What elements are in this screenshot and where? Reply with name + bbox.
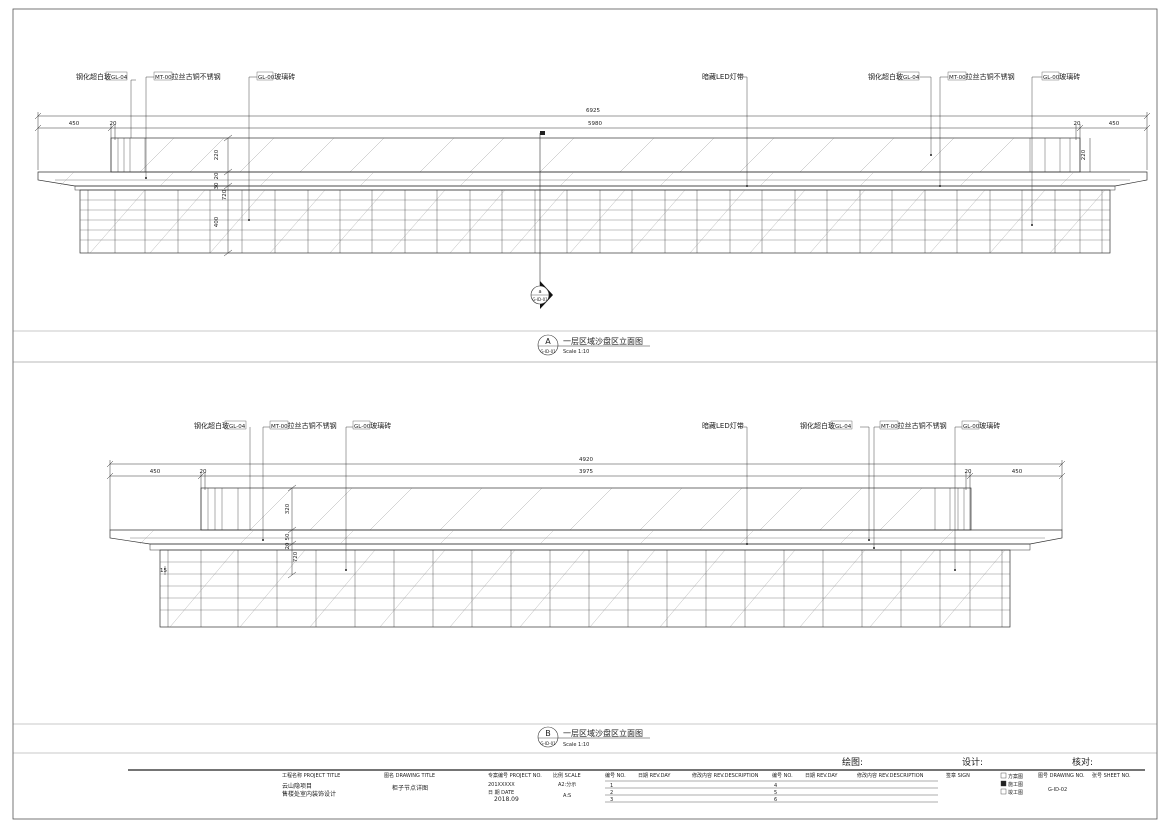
dimension-line-a bbox=[34, 112, 1151, 172]
svg-text:A2:分示: A2:分示 bbox=[558, 781, 576, 788]
dim-left-a: 450 bbox=[69, 121, 80, 127]
elevation-a: 6925 450 20 5980 20 450 bbox=[34, 71, 1151, 309]
dim-middle-a: 5980 bbox=[588, 121, 602, 127]
v-dim-right-a: 220 bbox=[1081, 149, 1087, 160]
callout-b-5: 钢化超白玻GL-04 bbox=[800, 421, 852, 430]
svg-text:签章 SIGN: 签章 SIGN bbox=[946, 772, 970, 779]
svg-text:方案图: 方案图 bbox=[1008, 773, 1023, 780]
svg-text:201XXXXX: 201XXXXX bbox=[488, 782, 515, 788]
v-dim-low-b: 20 bbox=[285, 542, 291, 549]
section-marker-a: a G-ID-01 bbox=[530, 281, 553, 309]
callout-a-6: MT-00拉丝古铜不锈钢 bbox=[949, 72, 1015, 81]
elevation-b: 4920 450 20 3975 20 450 bbox=[106, 420, 1066, 628]
dim-left-b: 450 bbox=[150, 469, 161, 475]
svg-text:2: 2 bbox=[610, 790, 613, 796]
svg-text:张号 SHEET NO.: 张号 SHEET NO. bbox=[1092, 772, 1131, 779]
dim-overall-a: 6925 bbox=[586, 108, 600, 114]
svg-text:B: B bbox=[545, 729, 551, 738]
svg-text:竣工图: 竣工图 bbox=[1008, 789, 1023, 796]
glass-brick-hatch-a bbox=[89, 190, 1106, 253]
svg-text:修改内容 REV.DESCRIPTION: 修改内容 REV.DESCRIPTION bbox=[857, 772, 924, 779]
callout-b-4: 暗藏LED灯带 bbox=[702, 421, 744, 430]
callout-b-7: GL-00玻璃砖 bbox=[963, 421, 1000, 430]
callout-a-1: 钢化超白玻GL-04 bbox=[76, 72, 128, 81]
callout-a-2: MT-00拉丝古铜不锈钢 bbox=[155, 72, 221, 81]
dim-overall-b: 4920 bbox=[579, 457, 593, 463]
elevation-title-b: 一层区域沙盘区立面图 bbox=[563, 728, 643, 738]
svg-text:A:S: A:S bbox=[563, 793, 571, 799]
callout-b-2: MT-00拉丝古铜不锈钢 bbox=[271, 421, 337, 430]
title-bubble-b: B G-ID-01 bbox=[537, 726, 559, 748]
svg-text:5: 5 bbox=[774, 790, 777, 796]
v-dim-mid1-b: 50 bbox=[285, 533, 291, 540]
signature-design: 设计: bbox=[962, 756, 983, 768]
svg-text:柜子节点详图: 柜子节点详图 bbox=[392, 784, 428, 792]
callout-b-3: GL-00玻璃砖 bbox=[354, 421, 391, 430]
svg-text:G-ID-02: G-ID-02 bbox=[1048, 787, 1067, 793]
glass-hatch-b bbox=[249, 488, 923, 530]
elevation-scale-b: Scale 1:10 bbox=[563, 742, 589, 748]
dim-right-a: 450 bbox=[1109, 121, 1120, 127]
v-dim-mid2-a: 720 bbox=[222, 189, 228, 200]
v-dim-top-a: 220 bbox=[214, 149, 220, 160]
callout-b-1: 钢化超白玻GL-04 bbox=[194, 421, 246, 430]
glass-hatch-a bbox=[139, 138, 1015, 172]
callout-a-3: GL-00玻璃砖 bbox=[258, 72, 295, 81]
v-dim-mid2-b: 720 bbox=[293, 551, 299, 562]
svg-text:日期 REV.DAY: 日期 REV.DAY bbox=[638, 773, 671, 779]
elevation-scale-a: Scale 1:10 bbox=[563, 349, 589, 355]
svg-text:日 期 DATE: 日 期 DATE bbox=[488, 790, 514, 796]
glass-brick-hatch-b bbox=[169, 550, 1006, 627]
dim-right-small-b: 20 bbox=[965, 469, 972, 475]
svg-text:专案编号 PROJECT NO.: 专案编号 PROJECT NO. bbox=[488, 772, 542, 779]
sheet-border bbox=[12, 8, 1158, 820]
svg-text:a: a bbox=[538, 289, 541, 295]
dim-middle-b: 3975 bbox=[579, 469, 593, 475]
svg-text:编号 NO.: 编号 NO. bbox=[605, 772, 626, 779]
elevation-title-a: 一层区域沙盘区立面图 bbox=[563, 336, 643, 346]
dim-right-small-a: 20 bbox=[1074, 121, 1081, 127]
cabinet-body-a bbox=[79, 189, 1111, 254]
svg-text:售楼处室内装饰设计: 售楼处室内装饰设计 bbox=[282, 790, 336, 798]
signature-check: 核对: bbox=[1072, 756, 1093, 768]
svg-text:A: A bbox=[545, 337, 551, 346]
svg-text:图号 DRAWING NO.: 图号 DRAWING NO. bbox=[1038, 773, 1085, 779]
v-dim-mid3-a: 30 bbox=[214, 182, 220, 189]
callout-b-6: MT-00拉丝古铜不锈钢 bbox=[881, 421, 947, 430]
cabinet-body-b bbox=[159, 549, 1011, 628]
glass-display-case-a bbox=[110, 137, 1081, 173]
svg-text:G-ID-01: G-ID-01 bbox=[540, 349, 556, 354]
v-dim-side-b: 15 bbox=[160, 568, 167, 574]
callout-a-4: 暗藏LED灯带 bbox=[702, 72, 744, 81]
svg-text:2018.09: 2018.09 bbox=[494, 796, 519, 803]
svg-text:G-ID-01: G-ID-01 bbox=[532, 297, 548, 302]
dim-left-small-b: 20 bbox=[200, 469, 207, 475]
svg-text:工程名称 PROJECT TITLE: 工程名称 PROJECT TITLE bbox=[282, 772, 340, 779]
callout-a-7: GL-00玻璃砖 bbox=[1043, 72, 1080, 81]
svg-text:云山隐项目: 云山隐项目 bbox=[282, 782, 312, 790]
svg-text:G-ID-01: G-ID-01 bbox=[540, 741, 556, 746]
title-block: 工程名称 PROJECT TITLE 云山隐项目 售楼处室内装饰设计 图名 DR… bbox=[282, 772, 1131, 803]
svg-text:比例 SCALE: 比例 SCALE bbox=[553, 772, 581, 779]
signature-draw: 绘图: bbox=[842, 756, 863, 768]
svg-text:6: 6 bbox=[774, 797, 777, 803]
countertop-slab-a bbox=[37, 171, 1148, 187]
svg-text:修改内容 REV.DESCRIPTION: 修改内容 REV.DESCRIPTION bbox=[692, 772, 759, 779]
dim-left-small-a: 20 bbox=[110, 121, 117, 127]
callout-a-5: 钢化超白玻GL-04 bbox=[868, 72, 920, 81]
title-bubble-a: A G-ID-01 bbox=[537, 334, 559, 356]
v-dim-top-b: 320 bbox=[285, 503, 291, 514]
svg-text:图名 DRAWING TITLE: 图名 DRAWING TITLE bbox=[384, 772, 435, 779]
svg-text:日期 REV.DAY: 日期 REV.DAY bbox=[805, 773, 838, 779]
svg-text:3: 3 bbox=[610, 797, 613, 803]
svg-text:施工图: 施工图 bbox=[1008, 781, 1023, 788]
v-dim-low-a: 400 bbox=[214, 216, 220, 227]
svg-text:编号 NO.: 编号 NO. bbox=[772, 772, 793, 779]
dim-right-b: 450 bbox=[1012, 469, 1023, 475]
countertop-slab-b bbox=[109, 529, 1063, 545]
v-dim-mid1-a: 20 bbox=[214, 172, 220, 179]
svg-text:4: 4 bbox=[774, 783, 777, 789]
svg-text:1: 1 bbox=[610, 783, 613, 789]
